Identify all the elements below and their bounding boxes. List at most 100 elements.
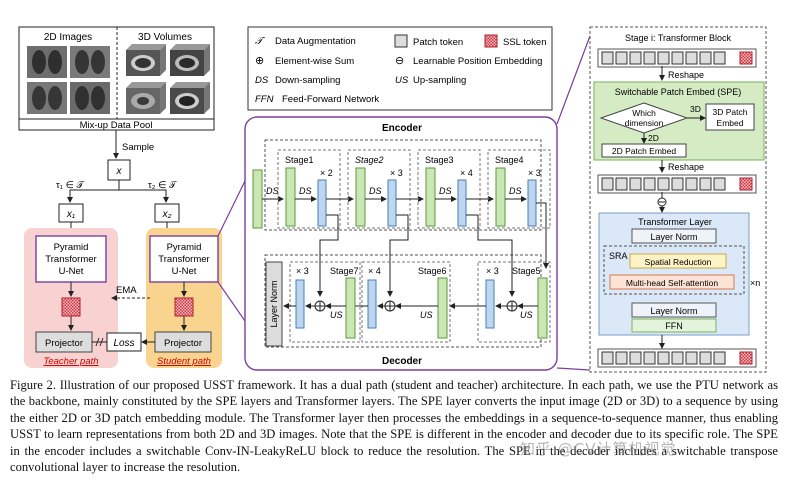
token-row-mid xyxy=(597,174,757,194)
images-label: 2D Images xyxy=(44,32,92,43)
student-projector-label: Projector xyxy=(164,338,202,349)
layer-norm-2 xyxy=(631,302,717,318)
patch-token xyxy=(601,351,614,365)
patch3d-line1: 3D Patch xyxy=(713,107,748,117)
legend-us-symbol: US xyxy=(395,75,409,86)
token-row-top xyxy=(597,48,757,68)
ssl-token xyxy=(739,51,753,65)
legend-ds-symbol: DS xyxy=(255,75,269,86)
stage2-mult: × 3 xyxy=(390,168,403,178)
legend-us: Up-sampling xyxy=(413,75,466,86)
encoder-stage-2: Stage2 × 3 DS xyxy=(347,149,411,229)
teacher-ptu-box xyxy=(35,235,107,283)
stage3-label: Stage3 xyxy=(425,155,454,165)
legend: 𝒯 Data Augmentation ⊕ Element-wise Sum D… xyxy=(247,26,553,111)
stage5-mult: × 3 xyxy=(486,266,499,276)
volumes-label: 3D Volumes xyxy=(138,32,192,43)
x2-label: x₂ xyxy=(162,209,172,220)
legend-sum: Element-wise Sum xyxy=(275,56,354,67)
ssl-token xyxy=(739,177,753,191)
encoder-region xyxy=(264,139,542,231)
stage4-mult: × 3 xyxy=(528,168,541,178)
student-ptu-line3: U-Net xyxy=(172,266,197,277)
reshape-label-1: Reshape xyxy=(668,70,704,80)
watermark: 知乎 @CV计算机视觉 xyxy=(520,440,677,458)
layer-norm-2-label: Layer Norm xyxy=(650,306,697,316)
spatial-reduction-box xyxy=(629,253,727,269)
ssl-token xyxy=(739,351,753,365)
ct-volume-cubes xyxy=(126,44,210,114)
spatial-reduction-label: Spatial Reduction xyxy=(645,257,712,267)
final-layer-norm-label: Layer Norm xyxy=(269,280,279,327)
center-panel: Encoder Decoder DS Stage1 × 2 DS Stage2 … xyxy=(244,116,558,371)
patch-token xyxy=(629,51,642,65)
teacher-path-label: Teacher path xyxy=(43,356,98,367)
patch-token xyxy=(699,351,712,365)
sra-label: SRA xyxy=(609,251,628,261)
stage4-label: Stage4 xyxy=(495,155,524,165)
x1-label: x₁ xyxy=(66,209,75,220)
patch2d-box xyxy=(601,143,687,158)
patch3d-line2: Embed xyxy=(717,118,744,128)
ffn-label: FFN xyxy=(665,321,683,331)
decoder-stage-7: Stage7 × 3 US xyxy=(289,261,361,343)
stage6-mult: × 4 xyxy=(368,266,381,276)
stage6-label: Stage6 xyxy=(418,266,447,276)
teacher-ptu-line3: U-Net xyxy=(59,266,84,277)
center-ds-1: DS xyxy=(299,186,312,196)
patch-token xyxy=(713,177,726,191)
teacher-ssl-token xyxy=(61,297,81,317)
patch-token xyxy=(671,51,684,65)
dimension-label: dimension xyxy=(625,118,664,128)
block-title: Stage i: Transformer Block xyxy=(625,33,732,43)
legend-aug-symbol: 𝒯 xyxy=(255,36,266,47)
patch-token-icon xyxy=(394,34,408,48)
decoder-label: Decoder xyxy=(382,356,422,367)
patch-token xyxy=(643,51,656,65)
legend-lpe-icon: ⊖ xyxy=(395,55,404,67)
ssl-token-icon xyxy=(484,34,498,48)
teacher-ptu-line2: Transformer xyxy=(45,254,96,265)
patch-token xyxy=(601,177,614,191)
framework-figure: 2D Images 3D Volumes Mix-up Data Pool Sa xyxy=(18,26,767,373)
student-ptu-line2: Transformer xyxy=(158,254,209,265)
patch-token xyxy=(671,351,684,365)
stage2-label: Stage2 xyxy=(355,155,384,165)
center-ds-0: DS xyxy=(266,186,279,196)
legend-ssl: SSL token xyxy=(503,37,546,48)
legend-aug: Data Augmentation xyxy=(275,36,356,47)
encoder-stage-1: Stage1 × 2 DS xyxy=(277,149,341,229)
patch-token xyxy=(643,177,656,191)
patch-token xyxy=(699,51,712,65)
patch-token xyxy=(657,351,670,365)
teacher-projector-label: Projector xyxy=(45,338,83,349)
mhsa-label: Multi-head Self-attention xyxy=(626,278,718,288)
patch-token xyxy=(615,177,628,191)
center-us-5: US xyxy=(520,310,533,320)
layer-norm-1-label: Layer Norm xyxy=(650,232,697,242)
patch-token xyxy=(699,177,712,191)
student-ptu-box xyxy=(149,235,219,283)
layer-norm-1 xyxy=(631,228,717,244)
repeat-n-label: ×n xyxy=(750,278,760,288)
legend-ds: Down-sampling xyxy=(275,75,340,86)
patch-token xyxy=(657,177,670,191)
spe-title: Switchable Patch Embed (SPE) xyxy=(615,87,742,97)
patch-token xyxy=(685,351,698,365)
tau2-label: τ₂ ∈ 𝒯 xyxy=(148,180,178,191)
teacher-ptu-line1: Pyramid xyxy=(54,242,89,253)
student-ptu-line1: Pyramid xyxy=(167,242,202,253)
encoder-label: Encoder xyxy=(382,123,422,134)
patch-token xyxy=(615,351,628,365)
center-ds-3: DS xyxy=(439,186,452,196)
left-panel: 2D Images 3D Volumes Mix-up Data Pool Sa xyxy=(18,26,273,368)
legend-sum-icon: ⊕ xyxy=(255,55,264,67)
student-path-label: Student path xyxy=(157,356,211,367)
stage3-mult: × 4 xyxy=(460,168,473,178)
center-us-6: US xyxy=(420,310,433,320)
patch-token xyxy=(615,51,628,65)
input-embed-bar xyxy=(252,169,263,229)
figure-caption: Figure 2. Illustration of our proposed U… xyxy=(10,377,778,475)
stage1-mult: × 2 xyxy=(320,168,333,178)
right-panel: Stage i: Transformer Block Reshape Switc… xyxy=(556,26,767,373)
